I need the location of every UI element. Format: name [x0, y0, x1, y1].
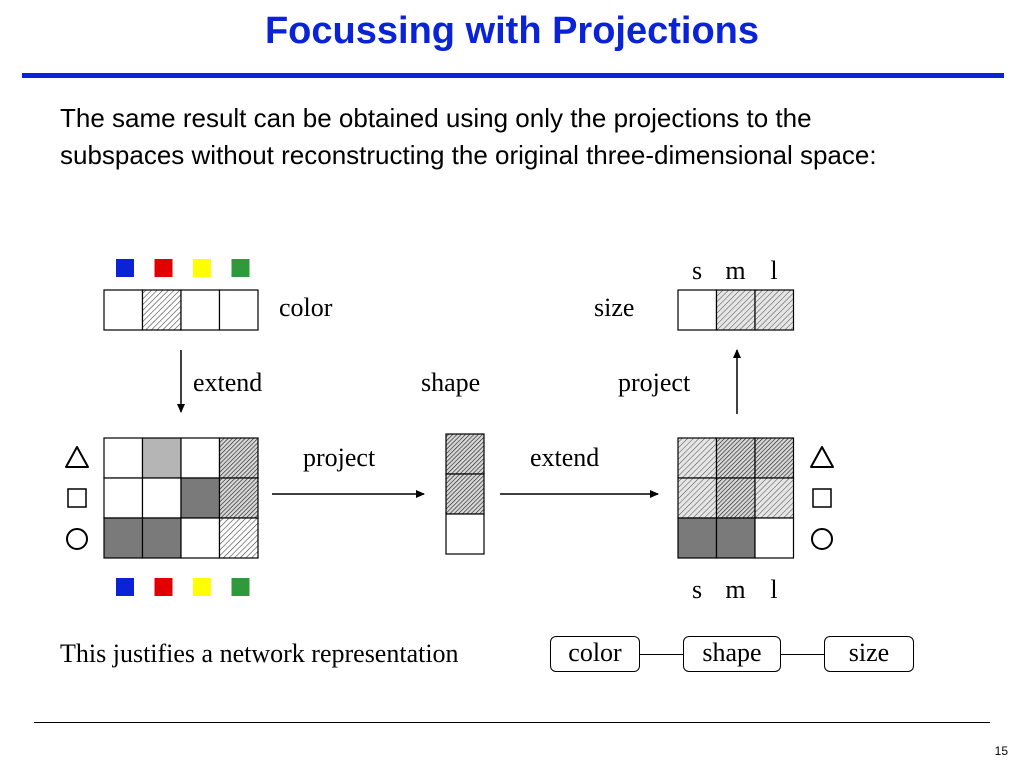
triangle-icon	[810, 446, 834, 468]
matrix-cell	[180, 517, 221, 559]
color-swatch	[231, 259, 250, 277]
circle-icon	[811, 528, 833, 550]
size-column-label: s	[692, 256, 702, 285]
project-label-top: project	[618, 368, 691, 397]
color-label: color	[279, 293, 333, 322]
network-edge-shape-size	[781, 654, 824, 655]
color-swatch	[231, 578, 250, 596]
matrix-cell	[677, 437, 718, 479]
matrix-cell	[218, 477, 259, 519]
color-vector-cell	[141, 289, 182, 331]
shape-vector-cell	[445, 473, 485, 515]
project-label-middle: project	[303, 443, 376, 472]
size-shape-matrix	[677, 437, 795, 559]
footer-rule	[34, 722, 990, 723]
color-swatch	[193, 578, 211, 596]
shape-vector-cell	[445, 513, 485, 555]
matrix-cell	[141, 517, 182, 559]
matrix-cell	[103, 517, 144, 559]
matrix-cell	[677, 517, 718, 559]
matrix-cell	[715, 517, 756, 559]
matrix-cell	[103, 477, 144, 519]
matrix-cell	[218, 517, 259, 559]
size-vector-cell	[677, 289, 718, 331]
network-caption: This justifies a network representation	[60, 639, 459, 668]
title-underline	[22, 73, 1004, 78]
size-label: size	[594, 293, 634, 322]
shape-vector-cell	[445, 433, 485, 475]
matrix-cell	[754, 477, 795, 519]
shape-vector	[445, 433, 485, 555]
color-shape-matrix	[103, 437, 259, 559]
color-vector-cell	[103, 289, 144, 331]
matrix-cell	[141, 437, 182, 479]
size-column-label: l	[770, 575, 777, 604]
color-vector-cell	[180, 289, 221, 331]
extend-label-left: extend	[193, 368, 262, 397]
matrix-cell	[180, 477, 221, 519]
circle-icon	[66, 528, 88, 550]
square-icon	[67, 488, 87, 508]
network-node-shape: shape	[683, 636, 781, 672]
color-swatch	[154, 259, 173, 277]
color-swatch	[154, 578, 173, 596]
matrix-cell	[218, 437, 259, 479]
color-vector-cell	[218, 289, 259, 331]
extend-label-middle: extend	[530, 443, 599, 472]
color-swatch	[116, 578, 134, 596]
page-number: 15	[994, 744, 1008, 758]
size-vector	[677, 289, 795, 331]
color-swatch	[193, 259, 211, 277]
square-icon	[812, 488, 832, 508]
network-node-size: size	[824, 636, 914, 672]
size-column-label: l	[770, 256, 777, 285]
color-swatches-top	[116, 259, 250, 277]
matrix-cell	[715, 437, 756, 479]
intro-text: The same result can be obtained using on…	[60, 103, 877, 170]
color-swatch	[116, 259, 134, 277]
size-vector-cell	[715, 289, 756, 331]
network-node-color: color	[550, 636, 640, 672]
size-column-label: m	[725, 256, 745, 285]
color-swatches-bottom	[116, 578, 250, 596]
matrix-cell	[103, 437, 144, 479]
matrix-cell	[180, 437, 221, 479]
network-edge-color-shape	[640, 654, 683, 655]
color-vector	[103, 289, 259, 331]
matrix-cell	[141, 477, 182, 519]
size-vector-cell	[754, 289, 795, 331]
slide-title: Focussing with Projections	[264, 10, 760, 52]
triangle-icon	[65, 446, 89, 468]
matrix-cell	[754, 437, 795, 479]
matrix-cell	[754, 517, 795, 559]
matrix-cell	[677, 477, 718, 519]
shape-symbols-right	[810, 446, 834, 550]
matrix-cell	[715, 477, 756, 519]
size-column-label: m	[725, 575, 745, 604]
shape-symbols-left	[65, 446, 89, 550]
shape-label: shape	[421, 368, 480, 397]
size-column-label: s	[692, 575, 702, 604]
